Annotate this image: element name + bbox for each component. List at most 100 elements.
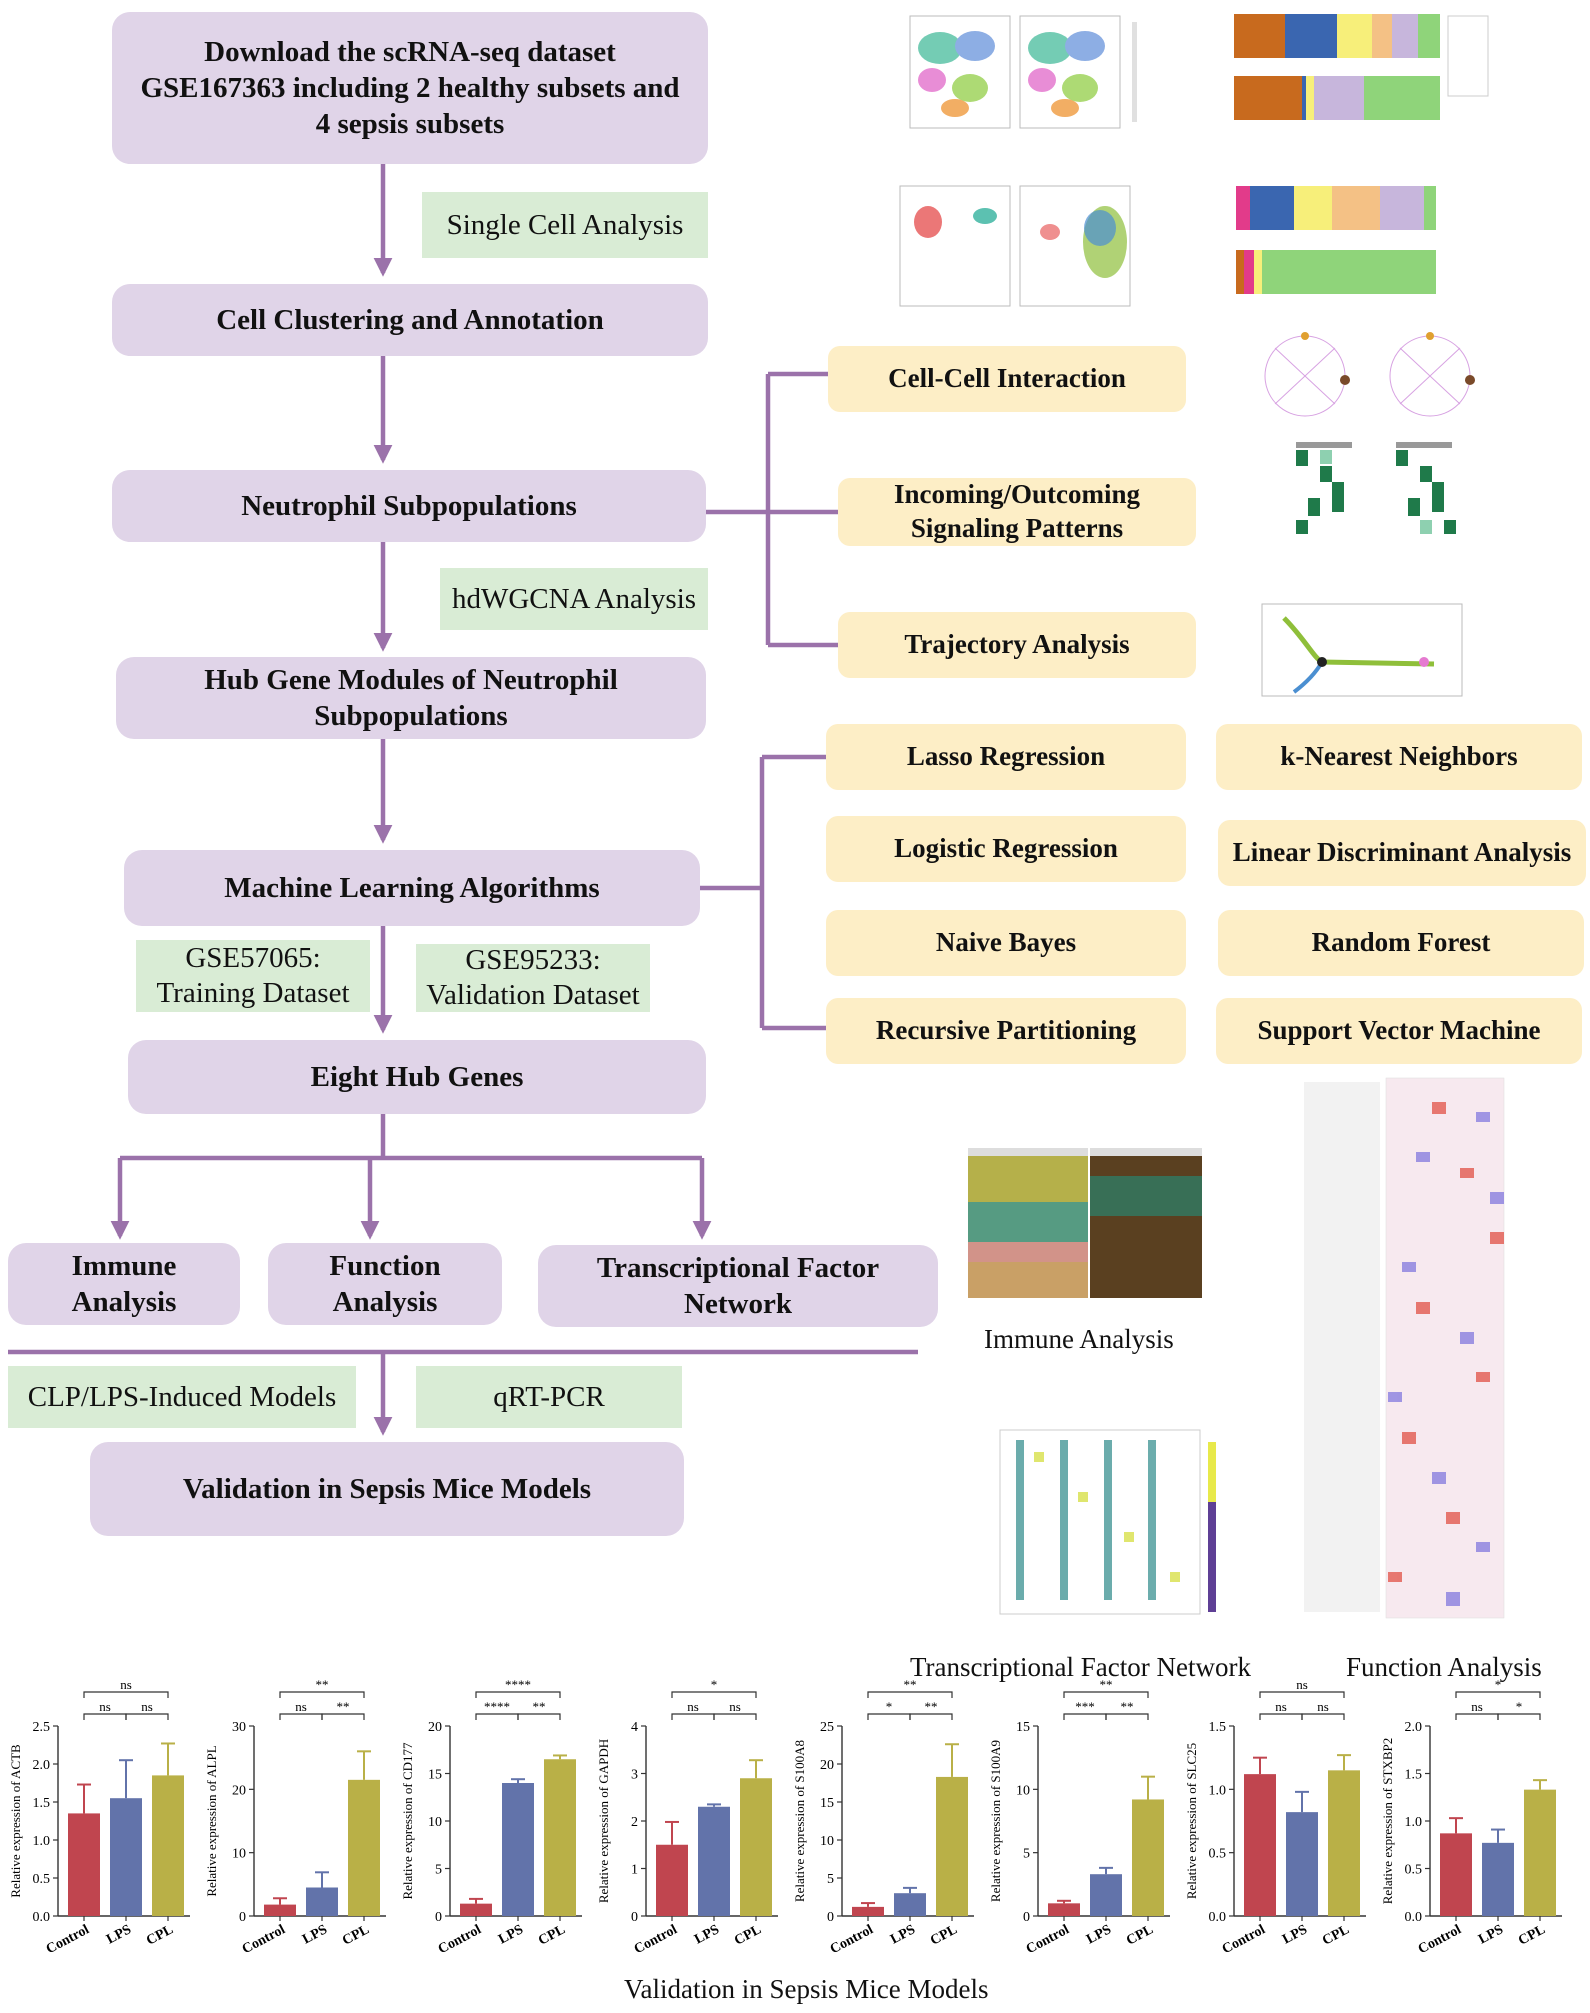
logistic-regression-box: Logistic Regression	[826, 816, 1186, 882]
y-tick-label: 0	[827, 1910, 834, 1925]
y-axis-label: Relative expression of SLC25	[1184, 1743, 1199, 1899]
y-axis-label: Relative expression of ACTB	[8, 1744, 23, 1898]
significance-label: **	[925, 1699, 938, 1714]
y-tick-label: 10	[428, 1815, 442, 1830]
svm-box: Support Vector Machine	[1216, 998, 1582, 1064]
significance-bracket	[279, 1713, 323, 1720]
y-tick-label: 4	[631, 1720, 638, 1735]
significance-label: ns	[1317, 1699, 1329, 1714]
significance-label: ns	[687, 1699, 699, 1714]
bar-control	[264, 1904, 296, 1916]
x-tick-label: CPL	[340, 1922, 372, 1948]
y-tick-label: 1.0	[1405, 1815, 1423, 1830]
x-tick-label: LPS	[888, 1922, 918, 1947]
bar-lps	[1482, 1842, 1514, 1916]
y-tick-label: 25	[820, 1720, 834, 1735]
qrtpcr-note: qRT-PCR	[416, 1366, 682, 1428]
x-tick-label: CPL	[1320, 1922, 1352, 1948]
x-tick-label: CPL	[536, 1922, 568, 1948]
significance-label: **	[1100, 1680, 1113, 1692]
significance-label: ****	[505, 1680, 531, 1692]
bar-cpl	[152, 1775, 184, 1916]
bar-lps	[894, 1893, 926, 1916]
bar-control	[656, 1844, 688, 1916]
function-caption: Function Analysis	[1346, 1652, 1542, 1682]
x-tick-label: LPS	[1280, 1922, 1310, 1947]
y-tick-label: 2.5	[33, 1720, 51, 1735]
y-tick-label: 1.5	[1209, 1720, 1227, 1735]
bar-lps	[1090, 1874, 1122, 1916]
significance-label: ns	[141, 1699, 153, 1714]
y-tick-label: 0	[435, 1910, 442, 1925]
y-tick-label: 0.5	[1209, 1847, 1227, 1862]
validation-caption: Validation in Sepsis Mice Models	[624, 1974, 989, 2004]
significance-label: **	[904, 1680, 917, 1692]
significance-label: *	[1495, 1680, 1502, 1692]
y-axis-label: Relative expression of S100A8	[792, 1740, 807, 1902]
clp-lps-models-note: CLP/LPS-Induced Models	[8, 1366, 356, 1428]
umap-cluster-thumbnail	[870, 8, 1160, 138]
y-tick-label: 10	[232, 1847, 246, 1862]
y-tick-label: 0.5	[1405, 1863, 1423, 1878]
transcriptional-factor-box: Transcriptional Factor Network	[538, 1245, 938, 1327]
x-tick-label: LPS	[1084, 1922, 1114, 1947]
cluster-ratio-thumbnail	[1208, 4, 1493, 142]
significance-label: *	[886, 1699, 893, 1714]
validation-mice-box: Validation in Sepsis Mice Models	[90, 1442, 684, 1536]
significance-label: *	[711, 1680, 718, 1692]
immune-analysis-box: Immune Analysis	[8, 1243, 240, 1325]
y-tick-label: 5	[827, 1872, 834, 1887]
x-tick-label: Control	[240, 1922, 288, 1957]
bar-control	[1048, 1903, 1080, 1916]
x-tick-label: Control	[436, 1922, 484, 1957]
significance-bracket	[475, 1713, 519, 1720]
immune-caption: Immune Analysis	[984, 1324, 1174, 1354]
y-tick-label: 3	[631, 1768, 638, 1783]
validation-dataset-note: GSE95233: Validation Dataset	[416, 944, 650, 1012]
y-tick-label: 5	[1023, 1847, 1030, 1862]
significance-label: **	[1121, 1699, 1134, 1714]
y-tick-label: 10	[1016, 1783, 1030, 1798]
tf-caption: Transcriptional Factor Network	[910, 1652, 1251, 1682]
bar-control	[1244, 1774, 1276, 1916]
significance-label: ns	[1275, 1699, 1287, 1714]
x-tick-label: Control	[44, 1922, 92, 1957]
x-tick-label: LPS	[1476, 1922, 1506, 1947]
bar-cpl	[1132, 1799, 1164, 1916]
significance-label: ns	[729, 1699, 741, 1714]
y-axis-label: Relative expression of ALPL	[204, 1745, 219, 1896]
bar-lps	[110, 1798, 142, 1916]
lasso-regression-box: Lasso Regression	[826, 724, 1186, 790]
signaling-patterns-box: Incoming/Outcoming Signaling Patterns	[838, 478, 1196, 546]
x-tick-label: LPS	[496, 1922, 526, 1947]
random-forest-box: Random Forest	[1218, 910, 1584, 976]
y-tick-label: 2.0	[1405, 1720, 1423, 1735]
tf-network-thumbnail	[974, 1422, 1228, 1622]
eight-hub-genes-box: Eight Hub Genes	[128, 1040, 706, 1114]
significance-label: ns	[99, 1699, 111, 1714]
download-dataset-box: Download the scRNA-seq dataset GSE167363…	[112, 12, 708, 164]
y-tick-label: 1.5	[1405, 1768, 1423, 1783]
significance-bracket	[867, 1691, 953, 1698]
hub-gene-modules-box: Hub Gene Modules of Neutrophil Subpopula…	[116, 657, 706, 739]
significance-bracket	[1105, 1713, 1149, 1720]
y-tick-label: 20	[232, 1783, 246, 1798]
neutrophil-ratio-thumbnail	[1210, 176, 1495, 316]
bar-cpl	[348, 1779, 380, 1916]
y-tick-label: 1.0	[1209, 1783, 1227, 1798]
x-tick-label: Control	[632, 1922, 680, 1957]
significance-label: ***	[1075, 1699, 1095, 1714]
y-tick-label: 20	[428, 1720, 442, 1735]
y-tick-label: 0.5	[33, 1872, 51, 1887]
bar-cpl	[544, 1759, 576, 1916]
y-tick-label: 20	[820, 1758, 834, 1773]
significance-bracket	[1455, 1713, 1499, 1720]
significance-label: *	[1516, 1699, 1523, 1714]
significance-bracket	[1259, 1691, 1345, 1698]
single-cell-analysis-note: Single Cell Analysis	[422, 192, 708, 258]
recursive-partitioning-box: Recursive Partitioning	[826, 998, 1186, 1064]
